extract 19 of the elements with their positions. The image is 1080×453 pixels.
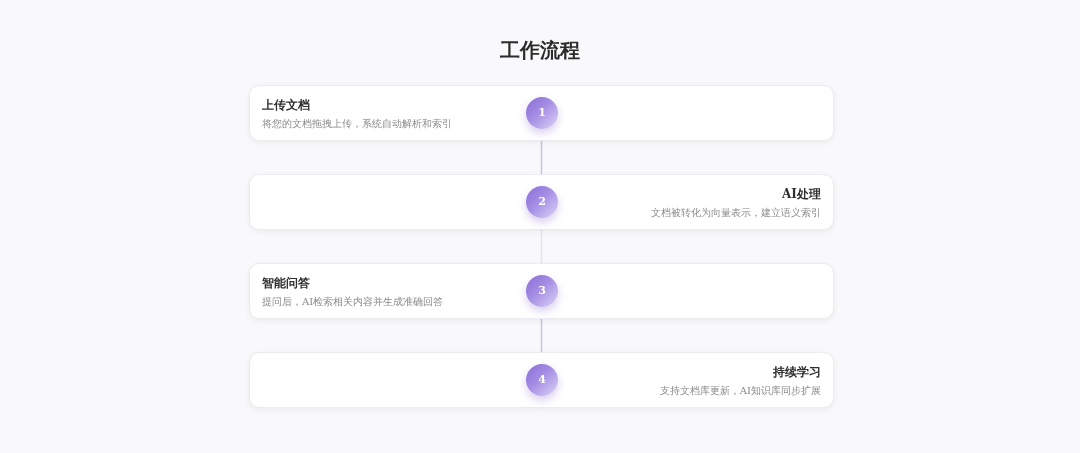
step-description: 支持文档库更新，AI知识库同步扩展 [659,384,821,398]
step-number: 2 [526,186,558,218]
step-title: 上传文档 [262,97,310,113]
step-card [249,174,834,230]
step-description: 提问后，AI检索相关内容并生成准确回答 [262,295,444,309]
step-title: AI处理 [782,186,821,202]
step-title: 持续学习 [773,364,821,380]
step-card [249,85,834,141]
step-number: 1 [526,97,558,129]
step-number: 4 [526,364,558,396]
step-description: 将您的文档拖拽上传，系统自动解析和索引 [262,117,452,131]
connector-line [540,140,543,175]
step-card [249,263,834,319]
step-description: 文档被转化为向量表示，建立语义索引 [651,206,821,220]
step-title: 智能问答 [262,275,310,291]
step-card [249,352,834,408]
step-number: 3 [526,275,558,307]
connector-line [540,318,543,353]
diagram-title: 工作流程 [499,37,581,64]
